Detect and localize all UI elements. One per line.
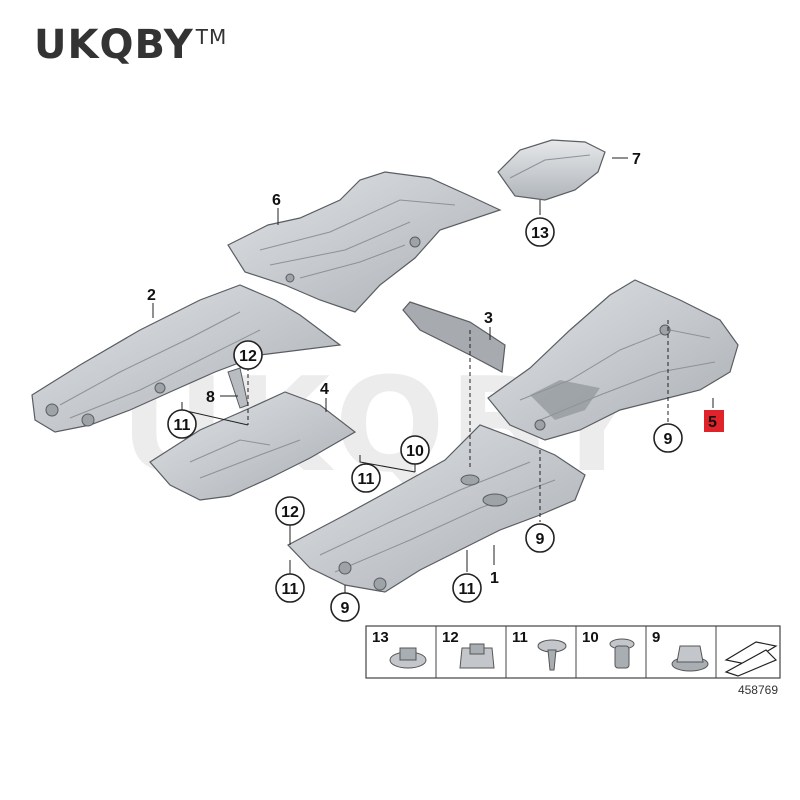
callout-9-bottom-text: 9 xyxy=(341,600,350,617)
callout-12-left: 12 xyxy=(233,340,263,370)
callout-9-right: 9 xyxy=(653,423,683,453)
callout-11-left-text: 11 xyxy=(174,417,191,434)
label-part-7: 7 xyxy=(632,151,641,168)
part-6-shield xyxy=(227,171,502,313)
callout-12-bottom-text: 12 xyxy=(281,504,299,521)
trademark-mark: TM xyxy=(195,24,228,49)
callout-11-mid-text: 11 xyxy=(358,471,375,488)
part-4-panel xyxy=(149,391,357,501)
callout-9-right-text: 9 xyxy=(664,431,673,448)
label-part-3: 3 xyxy=(484,310,493,327)
clip-nut-icon xyxy=(459,643,495,669)
callout-13-top-text: 13 xyxy=(531,225,549,242)
legend-item-12: 12 xyxy=(442,629,459,646)
legend-item-9: 9 xyxy=(652,629,660,646)
legend-item-11: 11 xyxy=(512,629,528,646)
callout-11-mid: 11 xyxy=(351,463,381,493)
legend-item-10: 10 xyxy=(582,629,599,646)
callout-11-bottom-left: 11 xyxy=(275,573,305,603)
reference-number: 458769 xyxy=(738,683,778,697)
callout-9-center: 9 xyxy=(525,523,555,553)
label-part-4: 4 xyxy=(320,381,329,398)
label-part-8: 8 xyxy=(206,389,215,406)
part-1-shield xyxy=(287,424,586,593)
part-2-shield xyxy=(31,284,342,433)
callout-11-bottom-left-text: 11 xyxy=(282,581,299,598)
label-part-5: 5 xyxy=(708,414,717,431)
push-rivet-icon xyxy=(537,639,567,671)
direction-arrow-icon xyxy=(724,641,778,677)
label-part-6: 6 xyxy=(272,192,281,209)
callout-11-bottom-center: 11 xyxy=(452,573,482,603)
callout-11-bottom-center-text: 11 xyxy=(459,581,476,598)
part-7-cover xyxy=(497,139,606,201)
leader-lines xyxy=(152,157,714,595)
legend-item-13: 13 xyxy=(372,629,389,646)
callout-9-center-text: 9 xyxy=(536,531,545,548)
fastener-legend: 13 12 11 10 9 xyxy=(365,625,781,679)
brand-name: UKQBY xyxy=(34,22,194,68)
callout-12-left-text: 12 xyxy=(239,348,257,365)
part-5-highlight xyxy=(704,410,724,432)
part-3-strip xyxy=(402,301,506,373)
expansion-nut-icon xyxy=(609,638,635,669)
callout-9-bottom: 9 xyxy=(330,592,360,622)
callout-13-top: 13 xyxy=(525,217,555,247)
label-part-2: 2 xyxy=(147,287,156,304)
washer-nut-icon xyxy=(389,647,427,669)
collar-nut-icon xyxy=(671,645,709,672)
label-part-1: 1 xyxy=(490,570,499,587)
callout-11-left: 11 xyxy=(167,409,197,439)
callout-10: 10 xyxy=(400,435,430,465)
callout-12-bottom: 12 xyxy=(275,496,305,526)
part-5-shield xyxy=(487,279,739,441)
callout-10-text: 10 xyxy=(406,443,424,460)
